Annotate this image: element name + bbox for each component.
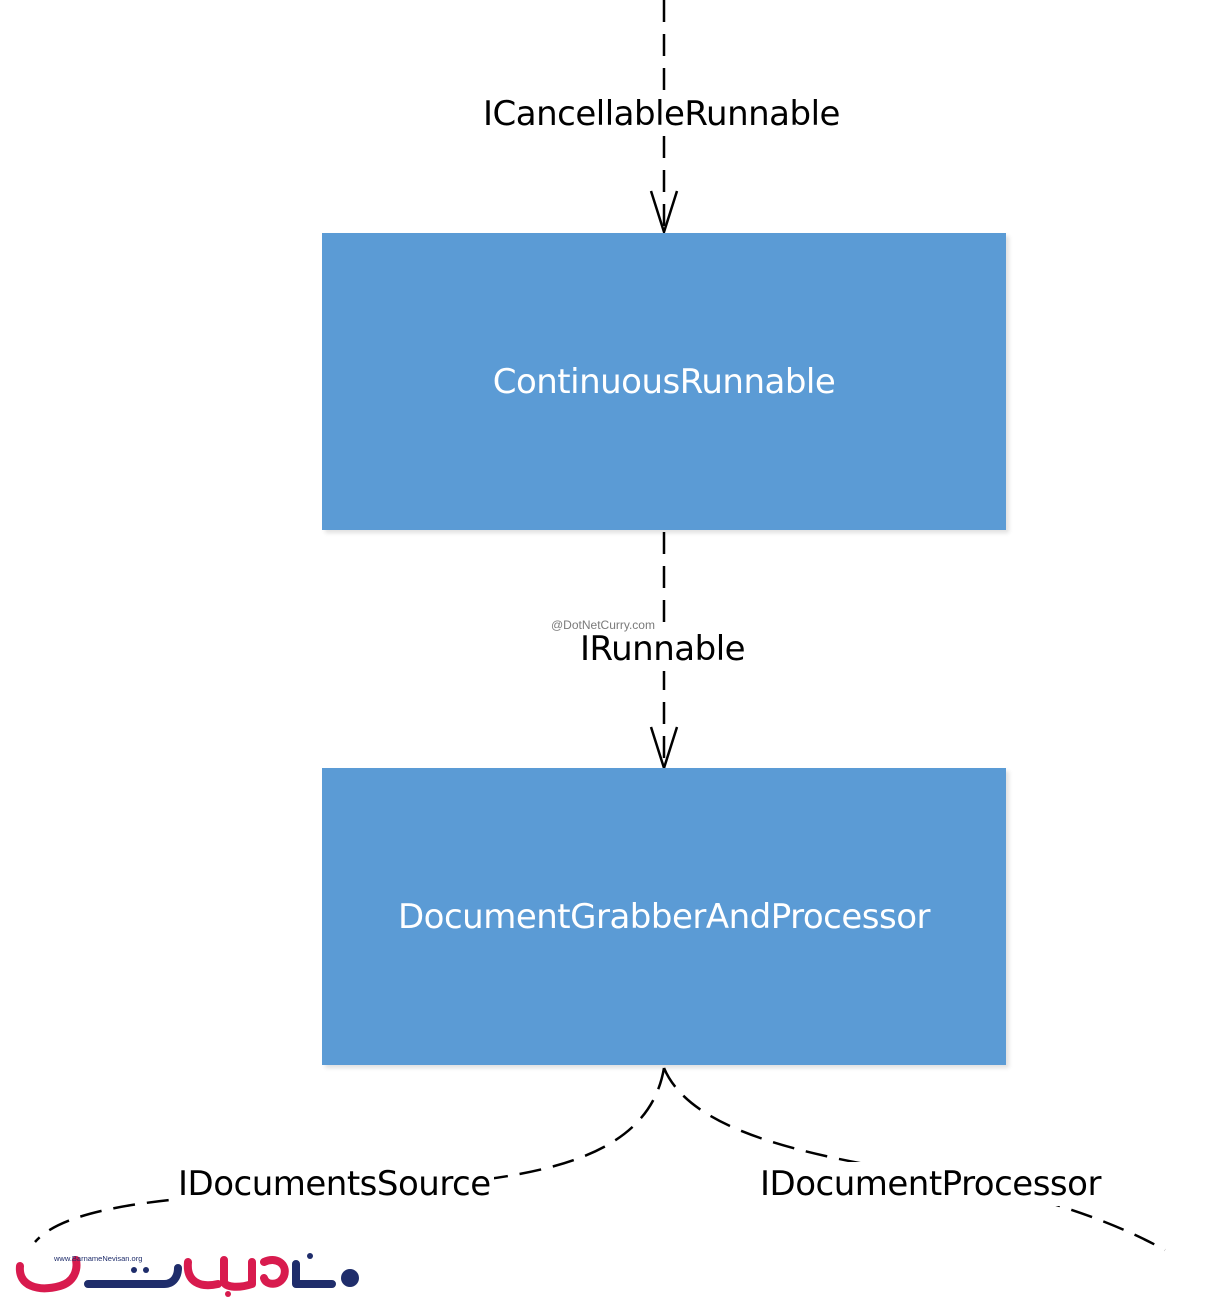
edge-label-idocuments-source: IDocumentsSource	[175, 1162, 494, 1206]
logo-url-text: www.BarnameNevisan.org	[53, 1254, 142, 1263]
edge-idocuments-source-line	[34, 1067, 666, 1243]
logo-dot-icon	[341, 1269, 359, 1287]
barnamenevisan-logo: www.BarnameNevisan.org	[15, 1253, 359, 1297]
edge-label-irunnable: IRunnable	[577, 627, 749, 671]
node-continuous-runnable[interactable]: ContinuousRunnable	[322, 233, 1006, 530]
edge-label-icancellable-runnable: ICancellableRunnable	[480, 92, 843, 136]
arrowhead-top-icon	[649, 190, 679, 237]
node-document-grabber-label: DocumentGrabberAndProcessor	[397, 896, 931, 937]
edge-idocument-processor-line	[662, 1067, 1166, 1252]
watermark-dotnetcurry: @DotNetCurry.com	[551, 618, 655, 632]
edge-label-idocument-processor: IDocumentProcessor	[757, 1162, 1104, 1206]
node-document-grabber-and-processor[interactable]: DocumentGrabberAndProcessor	[322, 768, 1006, 1065]
node-continuous-runnable-label: ContinuousRunnable	[492, 361, 836, 402]
